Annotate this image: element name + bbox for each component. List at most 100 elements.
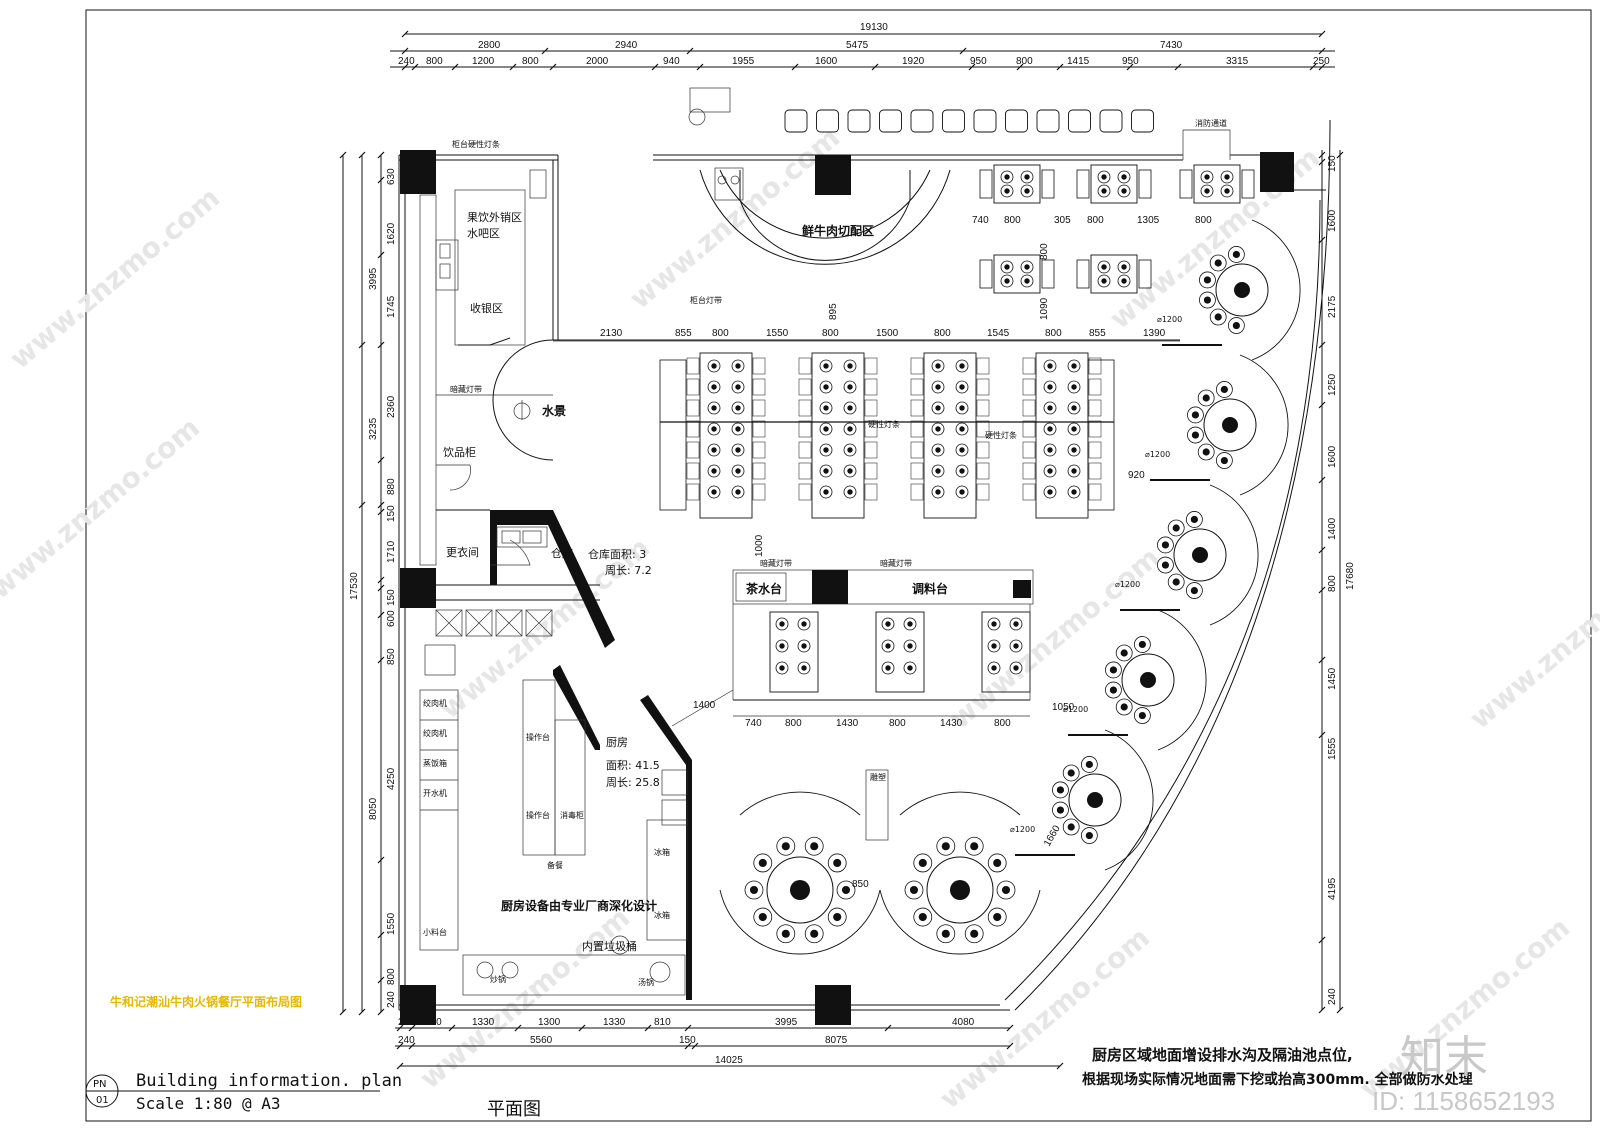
svg-text:www.znzmo.com: www.znzmo.com [1463, 541, 1600, 735]
hotpot [950, 880, 970, 900]
bar-stool [973, 109, 997, 133]
bar-stool [1131, 109, 1154, 133]
chair-seat [1204, 188, 1210, 194]
dim-tick [377, 501, 385, 509]
svg-text:3995: 3995 [368, 267, 379, 290]
svg-text:1300: 1300 [538, 1017, 561, 1028]
chair-seat [1204, 174, 1210, 180]
booth-seat [752, 357, 766, 375]
booth-seat [798, 378, 812, 396]
chair-seat [885, 665, 891, 671]
dim-tick [1318, 586, 1326, 594]
booth-arc [879, 889, 1041, 955]
svg-text:1550: 1550 [766, 328, 789, 339]
right-dimensions: 150 1600 2175 1250 1600 1400 800 1450 15… [1318, 150, 1356, 1014]
svg-text:www.znzmo.com: www.znzmo.com [0, 411, 206, 605]
chair-seat [735, 489, 741, 495]
chair-seat [1047, 384, 1053, 390]
svg-text:17530: 17530 [349, 572, 360, 600]
chair-seat [1047, 363, 1053, 369]
chair-seat [1138, 640, 1146, 649]
svg-text:855: 855 [675, 328, 692, 339]
table-chair-block [979, 259, 993, 289]
booth-seat [1022, 483, 1036, 501]
chair-seat [885, 643, 891, 649]
svg-text:950: 950 [1122, 56, 1139, 67]
chair-seat [1071, 384, 1077, 390]
chair-seat [711, 489, 717, 495]
booth-seat [910, 462, 924, 480]
svg-text:01: 01 [96, 1095, 109, 1106]
svg-text:1660: 1660 [1042, 823, 1063, 848]
svg-text:1050: 1050 [1052, 702, 1075, 713]
booth-seat [1088, 441, 1102, 459]
dim-tick [377, 1008, 385, 1016]
dim-tick [791, 63, 799, 71]
booth-seat [798, 483, 812, 501]
svg-text:855: 855 [1089, 328, 1106, 339]
dim-tick [448, 1024, 456, 1032]
dim-tick [686, 47, 694, 55]
svg-text:平面图: 平面图 [487, 1099, 541, 1120]
chair-seat [711, 363, 717, 369]
svg-text:5475: 5475 [846, 40, 869, 51]
chair-seat [823, 426, 829, 432]
round-tables: ⌀1200⌀1200⌀1200⌀1200⌀1200 [1010, 219, 1301, 871]
chair-seat [749, 885, 759, 895]
bar-stool [816, 109, 839, 133]
svg-text:果饮外销区: 果饮外销区 [467, 210, 522, 224]
svg-text:Building information. plan: Building information. plan [136, 1071, 402, 1091]
chair-seat [1203, 296, 1212, 304]
svg-text:305: 305 [1054, 215, 1071, 226]
svg-text:150: 150 [386, 505, 397, 522]
top-tables [979, 164, 1255, 294]
chair-seat [779, 643, 785, 649]
booth-bench [1087, 359, 1115, 511]
svg-text:5560: 5560 [530, 1035, 553, 1046]
chair-seat [823, 363, 829, 369]
svg-text:7430: 7430 [1160, 40, 1183, 51]
booth-arc [719, 889, 881, 955]
booth-seat [864, 357, 878, 375]
chair-seat [801, 665, 807, 671]
booth-seat [976, 483, 990, 501]
dim-tick [377, 251, 385, 259]
svg-text:1250: 1250 [1327, 373, 1338, 396]
table-chair-block [1076, 259, 1090, 289]
chair-seat [1013, 665, 1019, 671]
chair-seat [1071, 489, 1077, 495]
chair-seat [1120, 703, 1128, 711]
svg-text:17680: 17680 [1345, 562, 1356, 590]
chair-seat [1047, 489, 1053, 495]
dim-tick [1056, 63, 1064, 71]
svg-text:630: 630 [386, 168, 397, 185]
bar-stool [1099, 109, 1123, 133]
dim-tick [377, 656, 385, 664]
dim-tick [377, 341, 385, 349]
svg-text:800: 800 [1045, 328, 1062, 339]
chair-seat [1220, 456, 1228, 465]
dim-tick [396, 1024, 404, 1032]
svg-text:810: 810 [654, 1017, 671, 1028]
chair-seat [1224, 174, 1230, 180]
dim-tick [1318, 158, 1326, 166]
chair-seat [907, 665, 913, 671]
booth-arc [739, 791, 861, 816]
chair-seat [1172, 578, 1180, 586]
booth-seat [1088, 399, 1102, 417]
svg-text:硬性灯条: 硬性灯条 [985, 430, 1017, 440]
chair-seat [801, 643, 807, 649]
svg-text:800: 800 [994, 718, 1011, 729]
chair-seat [1120, 649, 1128, 657]
chair-seat [935, 405, 941, 411]
title-block: 牛和记潮汕牛肉火锅餐厅平面布局图 PN 01 Building informat… [85, 994, 1555, 1122]
chair-seat [735, 426, 741, 432]
booth-arc [1209, 484, 1259, 626]
booth-seat [910, 420, 924, 438]
chair-seat [1056, 806, 1065, 814]
chair-seat [1161, 541, 1170, 549]
dim-tick [509, 63, 517, 71]
booth-seat [910, 357, 924, 375]
chair-seat [935, 489, 941, 495]
dim-tick [1336, 151, 1344, 159]
